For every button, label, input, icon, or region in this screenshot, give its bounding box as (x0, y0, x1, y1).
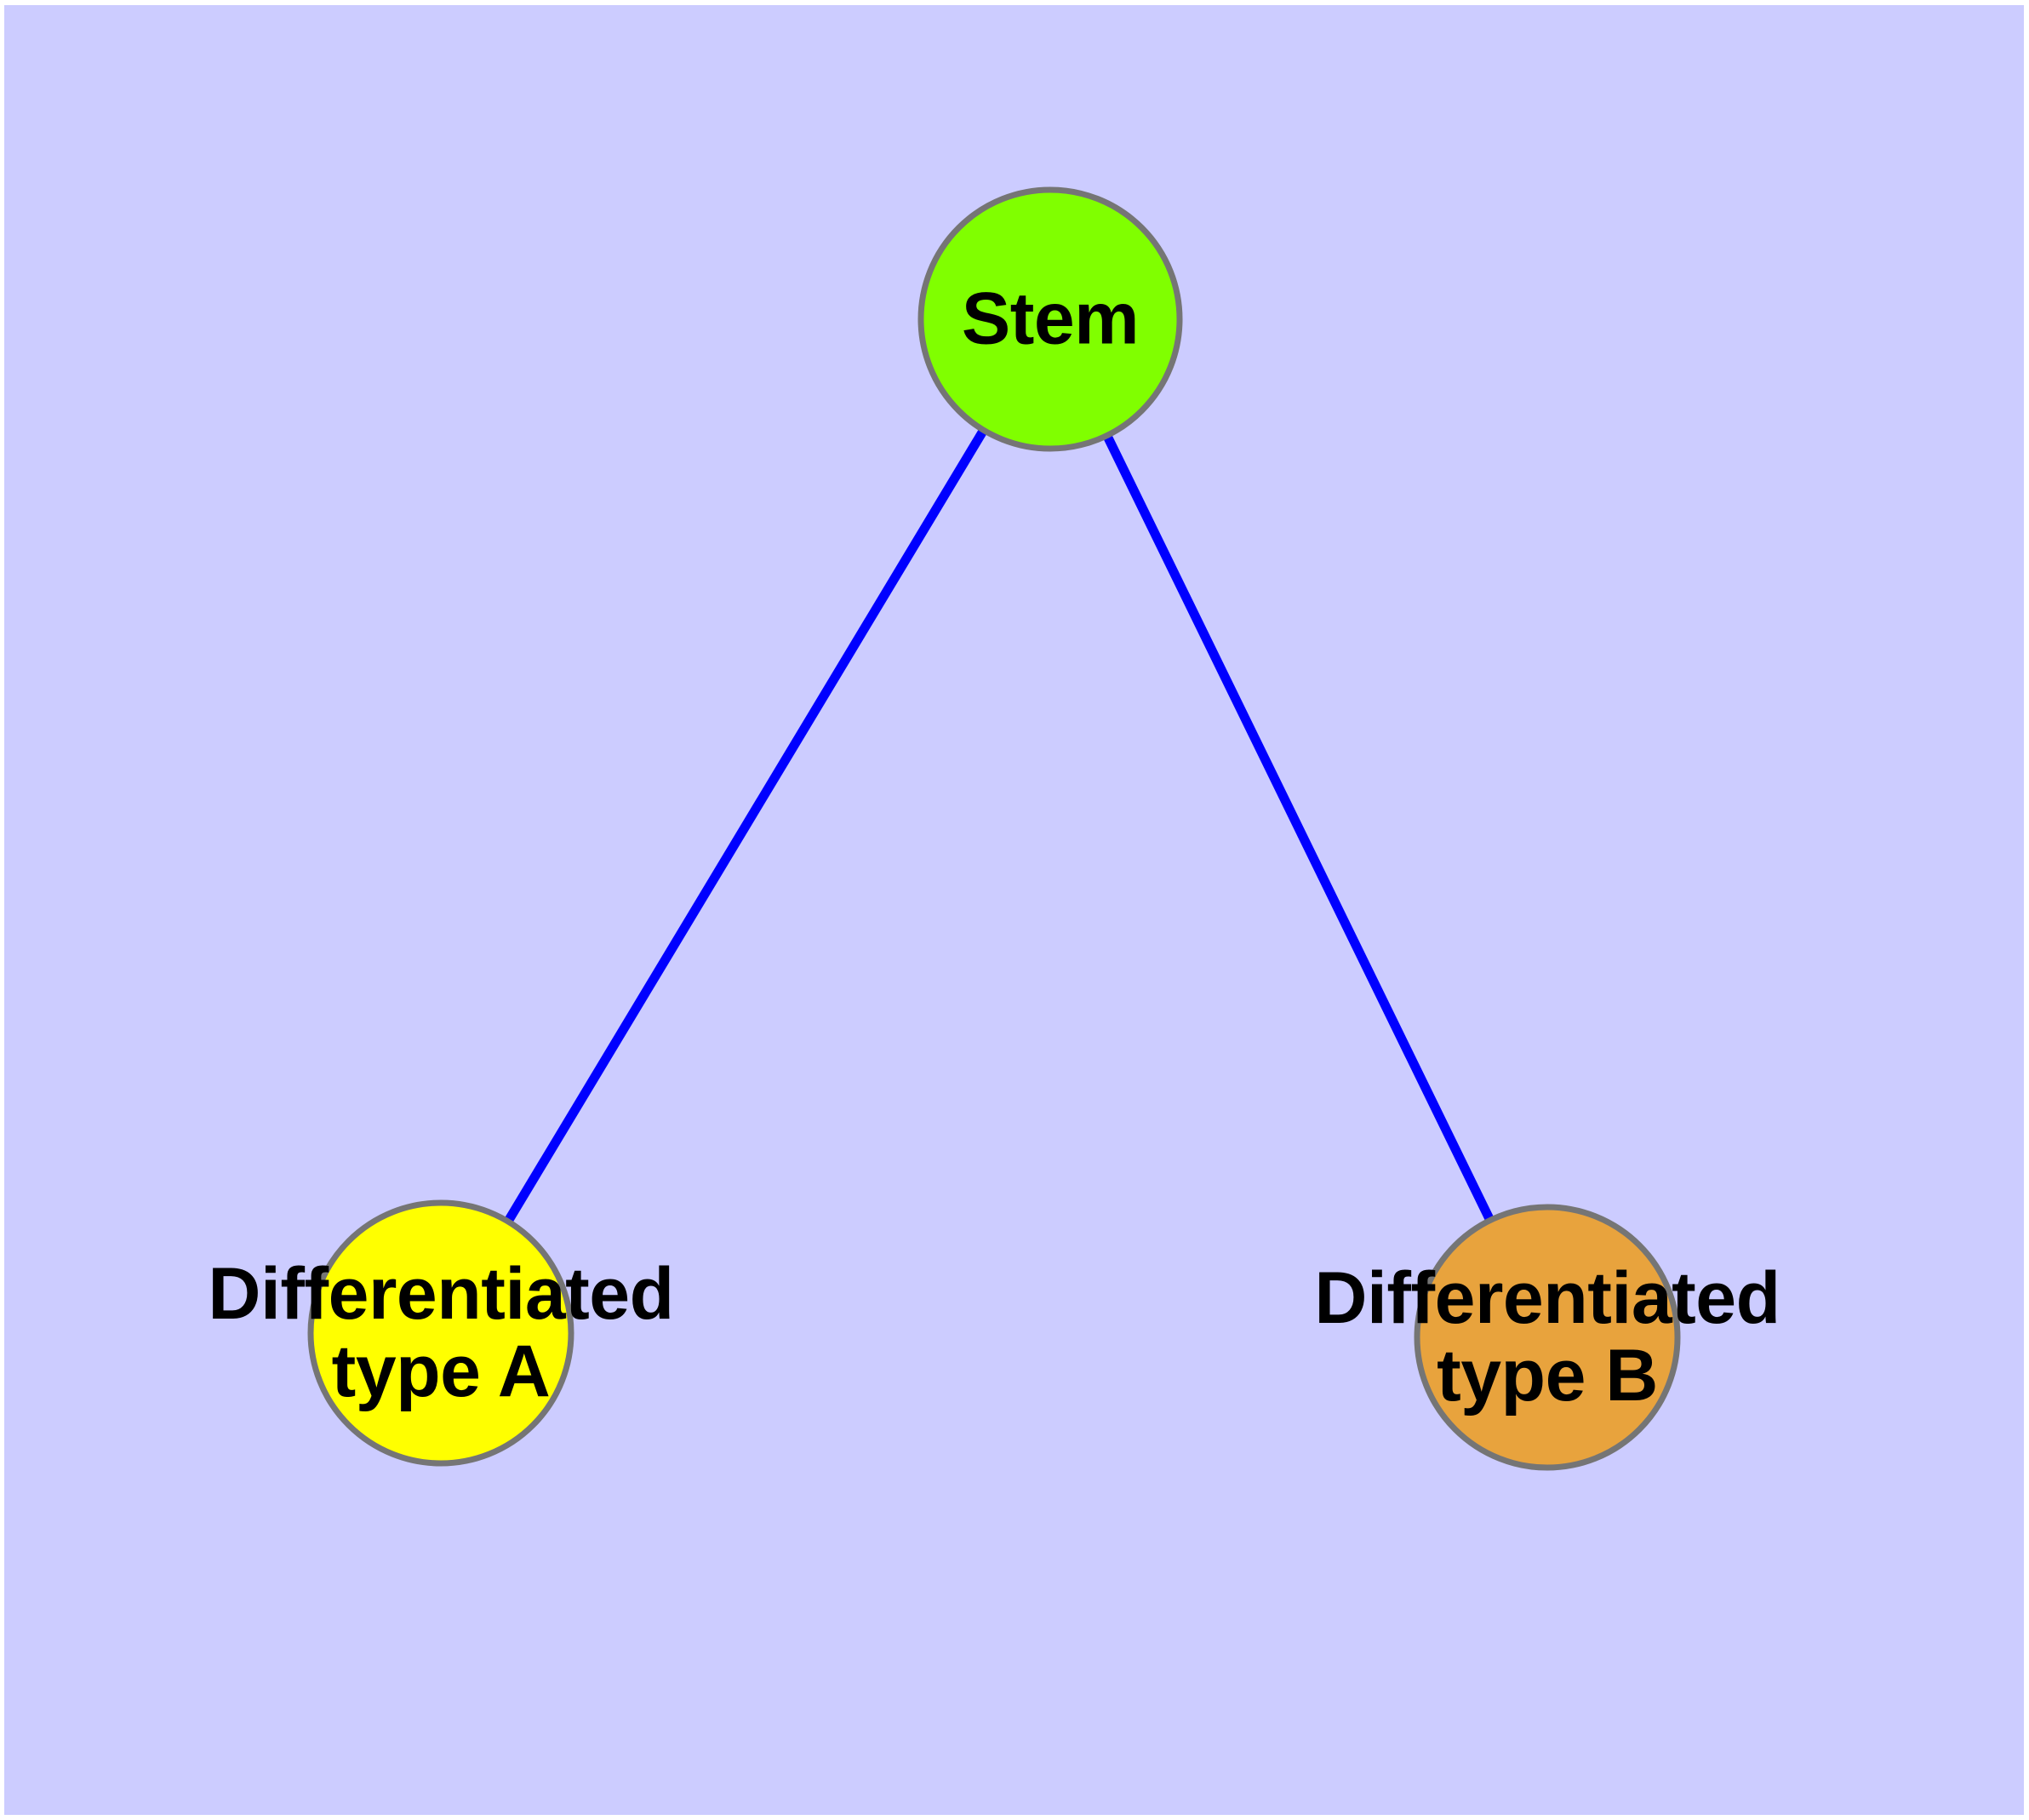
node-circle-differentiated-type-b[interactable] (1414, 1204, 1681, 1471)
node-circle-differentiated-type-a[interactable] (307, 1199, 574, 1467)
node-circle-stem[interactable] (917, 186, 1183, 452)
node-layer (307, 186, 1681, 1471)
edge-stem-to-diff-a[interactable] (505, 430, 986, 1222)
edge-stem-to-diff-b[interactable] (1104, 435, 1494, 1221)
edge-layer (505, 430, 1494, 1222)
